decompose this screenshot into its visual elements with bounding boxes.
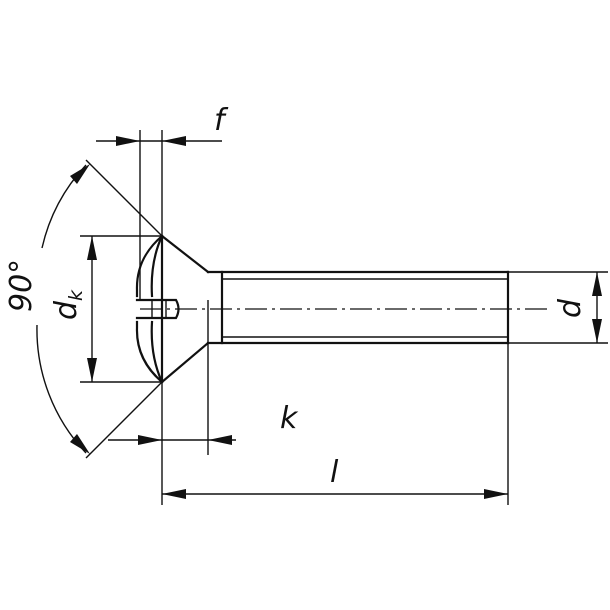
label-l: l (330, 455, 339, 490)
dimension-dk: dk (49, 236, 97, 382)
label-f: f (214, 103, 229, 138)
dimension-angle: 90° (4, 164, 90, 454)
dimension-d: d (553, 272, 602, 343)
dimension-k: k (108, 401, 299, 445)
extension-lines (80, 130, 608, 505)
label-dk: dk (49, 289, 87, 320)
screw-head-dome (135, 234, 164, 384)
label-k: k (280, 401, 299, 436)
dimension-l: l (162, 455, 508, 499)
label-angle: 90° (4, 259, 39, 312)
label-dk-main: d (49, 300, 84, 320)
screw-outline (160, 234, 510, 384)
label-d: d (553, 298, 588, 318)
label-dk-sub: k (65, 289, 87, 301)
